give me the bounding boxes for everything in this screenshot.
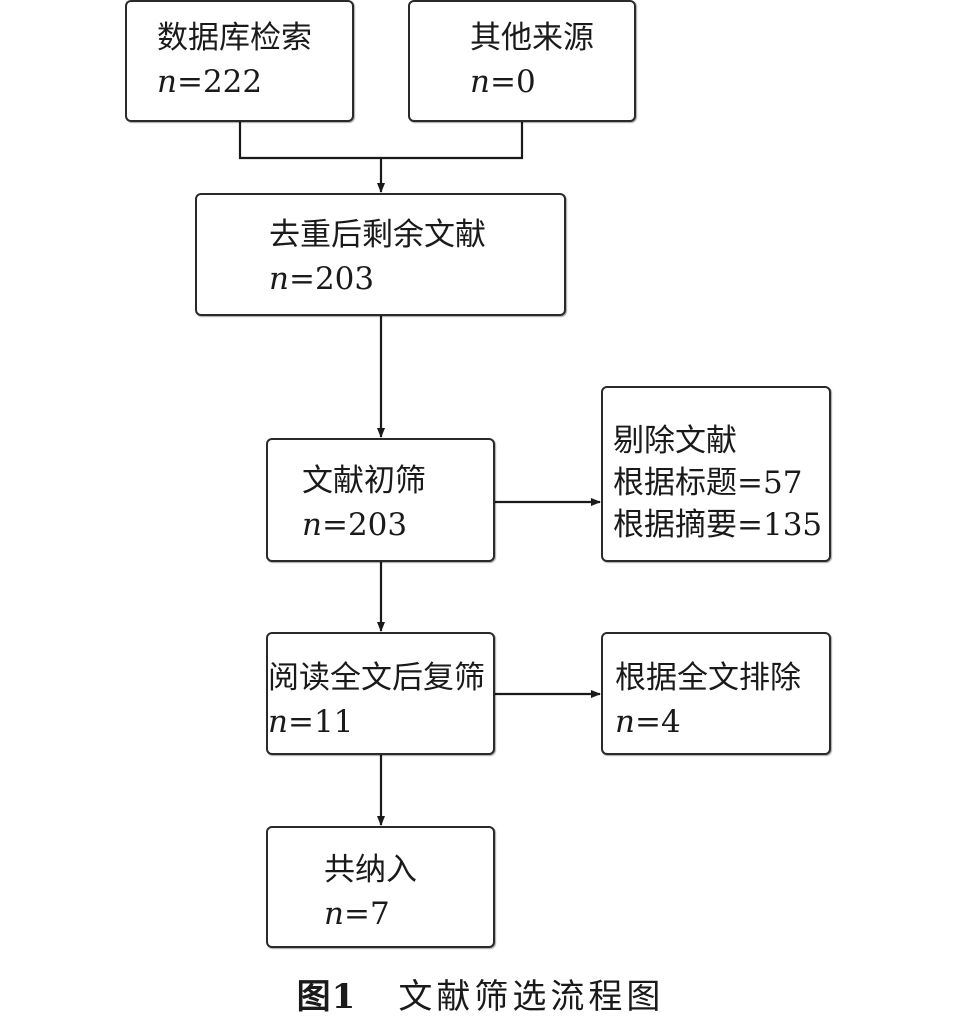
- figure-title: 文献筛选流程图: [398, 977, 665, 1017]
- figure-number: 图1: [296, 977, 357, 1017]
- initial-screen-label: 文献初筛: [302, 463, 426, 499]
- fulltext-excluded-count: n=4: [615, 704, 681, 740]
- fulltext-excluded-box: 根据全文排除 n=4: [601, 632, 831, 755]
- excluded-label: 剔除文献: [613, 423, 737, 459]
- fulltext-screen-label: 阅读全文后复筛: [268, 660, 485, 696]
- database-search-label: 数据库检索: [157, 20, 312, 56]
- included-count: n=7: [324, 896, 390, 932]
- dedup-box: 去重后剩余文献 n=203: [195, 193, 566, 316]
- merge-connector: [238, 122, 524, 160]
- database-search-box: 数据库检索 n=222: [125, 0, 354, 122]
- other-sources-count: n=0: [470, 64, 536, 100]
- dedup-label: 去重后剩余文献: [269, 217, 486, 253]
- figure-caption: 图1 文献筛选流程图: [0, 975, 961, 1019]
- fulltext-screen-count: n=11: [268, 704, 354, 740]
- initial-screen-count: n=203: [302, 507, 408, 543]
- excluded-by-abstract: 根据摘要=135: [613, 507, 823, 543]
- fulltext-screen-box: 阅读全文后复筛 n=11: [266, 632, 495, 755]
- other-sources-label: 其他来源: [470, 20, 594, 56]
- included-box: 共纳入 n=7: [266, 826, 495, 948]
- excluded-box: 剔除文献 根据标题=57 根据摘要=135: [601, 386, 831, 562]
- other-sources-box: 其他来源 n=0: [408, 0, 636, 122]
- database-search-count: n=222: [157, 64, 263, 100]
- fulltext-excluded-label: 根据全文排除: [615, 660, 801, 696]
- excluded-by-title: 根据标题=57: [613, 465, 803, 501]
- dedup-count: n=203: [269, 261, 375, 297]
- included-label: 共纳入: [324, 852, 417, 888]
- initial-screen-box: 文献初筛 n=203: [266, 438, 495, 562]
